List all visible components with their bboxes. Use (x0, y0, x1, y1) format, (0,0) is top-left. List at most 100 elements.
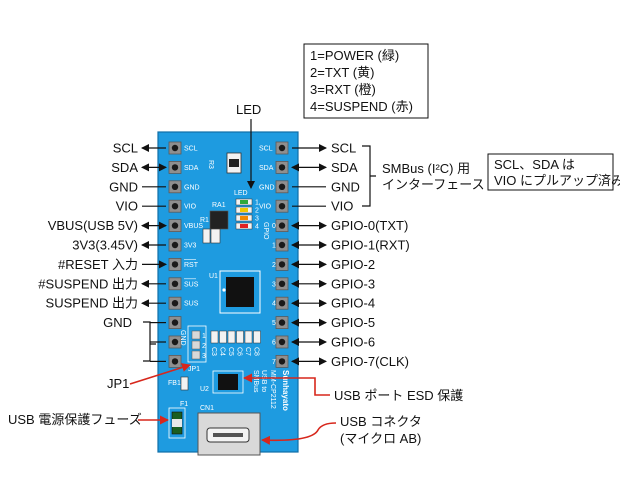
jp1-pin-num-3: 3 (202, 353, 206, 360)
left-label-10: GND (103, 315, 132, 330)
right-label-6: GPIO-1(RXT) (331, 238, 410, 253)
silk-desc-1: USB to (260, 370, 267, 392)
silk-right-3: GND (259, 184, 275, 191)
right-label-11: GPIO-6 (331, 335, 375, 350)
led-3-lens (240, 216, 248, 220)
left-label-8: #SUSPEND 出力 (38, 276, 138, 291)
pullup-note-line-2: VIO にプルアップ済み (494, 173, 620, 188)
right-pin-pad-7-hole (278, 261, 286, 268)
fb1-ferrite (180, 376, 189, 391)
led-num-4: 4 (255, 224, 259, 231)
led-num-2: 2 (255, 208, 259, 215)
right-pin-pad-5-hole (278, 222, 286, 229)
left-pin-pad-6-hole (171, 241, 179, 249)
jp1-pad-2 (191, 340, 201, 350)
u2-ic-chip (218, 374, 238, 390)
capacitor-4 (219, 330, 227, 344)
u1-pin1-dot (222, 288, 226, 292)
silk-brand: Sunhayato (281, 370, 290, 411)
silk-led: LED (234, 190, 248, 197)
silk-cap-8: C8 (253, 347, 260, 356)
r1-resistor (202, 228, 211, 244)
silk-r3: R3 (207, 160, 214, 169)
silk-left-3: GND (184, 184, 200, 191)
left-pin-pad-2-hole (171, 164, 179, 171)
usb-callout-line (261, 422, 337, 445)
right-label-3: GND (331, 179, 360, 194)
silk-r1: R1 (200, 217, 209, 224)
silk-gpio-num-3: 3 (272, 281, 276, 288)
led-legend-box (303, 43, 429, 119)
jp1-pin-num-2: 2 (202, 343, 206, 350)
led-legend-line-3: 3=RXT (橙) (310, 82, 376, 97)
silk-gpio-num-7: 7 (272, 359, 276, 366)
left-pin-pad-5-hole (171, 222, 179, 229)
silk-desc-2: SMBus (252, 370, 259, 393)
led-legend-line-1: 1=POWER (緑) (310, 48, 399, 63)
u1-ic-chip (226, 277, 254, 307)
silk-gpio: GPIO (262, 222, 269, 240)
silk-left-1: SCL (184, 146, 198, 153)
left-pin-pad-4-hole (171, 203, 179, 210)
right-label-9: GPIO-4 (331, 296, 375, 311)
smbus-brace (362, 145, 376, 207)
silk-cap-4: C4 (219, 347, 226, 356)
left-pin-header: SCLSDAGNDVIOVBUS3V3RSTSUSSUSSCLSDAGNDVIO… (38, 141, 203, 368)
capacitor-6 (236, 330, 244, 344)
c1-capacitor (210, 228, 221, 244)
led-legend-line-4: 4=SUSPEND (赤) (310, 99, 413, 114)
silk-left-7: RST (184, 262, 199, 269)
right-label-2: SDA (331, 160, 358, 175)
r3-resistor-body (229, 159, 239, 167)
right-pin-header: SCLSDAGNDVIO01234567SCLSDAGNDVIOGPIO-0(T… (259, 141, 410, 369)
silk-cap-5: C5 (227, 347, 234, 356)
fuse-callout-label: USB 電源保護フューズ (8, 412, 142, 427)
right-pin-pad-4-hole (278, 203, 286, 210)
silk-left-9: SUS (184, 301, 199, 308)
silk-cap-3: C3 (210, 347, 217, 356)
usb-callout-label-2: (マイクロ AB) (340, 431, 421, 446)
silk-gpio-num-2: 2 (272, 262, 276, 269)
led-4-lens (240, 224, 248, 228)
silk-ra1: RA1 (212, 202, 226, 209)
silk-gpio-num-4: 4 (272, 301, 276, 308)
silk-jp-gnd: GND (179, 330, 186, 346)
led-2-lens (240, 208, 248, 212)
f1-fuse-band (172, 419, 182, 427)
silk-left-6: 3V3 (184, 243, 197, 250)
silk-u2: U2 (200, 386, 209, 393)
u1-ic-outline (219, 270, 261, 314)
silk-f1: F1 (180, 401, 188, 408)
left-label-2: SDA (111, 160, 138, 175)
jp1-callout-line (129, 363, 191, 385)
jp1-outline (187, 325, 207, 363)
led-1-lens (240, 200, 248, 204)
silk-model: MM-CP2112 (269, 370, 276, 409)
jp1-pad-3 (191, 350, 201, 360)
esd-callout-label: USB ポート ESD 保護 (334, 388, 463, 403)
left-label-9: SUSPEND 出力 (46, 296, 138, 311)
right-label-4: VIO (331, 199, 353, 214)
smbus-label-line-1: SMBus (I²C) 用 (382, 161, 470, 176)
silk-right-4: VIO (259, 204, 272, 211)
smbus-label-line-2: インターフェース (382, 177, 485, 192)
usb-callout-label-1: USB コネクタ (340, 414, 422, 429)
right-label-12: GPIO-7(CLK) (331, 354, 409, 369)
left-label-3: GND (109, 179, 138, 194)
led-callout-label: LED (236, 102, 261, 117)
silk-fb1: FB1 (168, 380, 181, 387)
capacitor-8 (253, 330, 261, 344)
cn1-usb-tongue (213, 433, 243, 437)
left-label-7: #RESET 入力 (58, 257, 138, 272)
left-pin-pad-7-hole (171, 261, 179, 268)
right-pin-pad-9-hole (278, 300, 286, 307)
silk-left-4: VIO (184, 204, 197, 211)
left-pin-pad-3-hole (171, 183, 179, 190)
ra1-resistor-array (209, 210, 229, 230)
left-pin-pad-10-hole (171, 319, 179, 326)
led-num-3: 3 (255, 216, 259, 223)
right-pin-pad-2-hole (278, 164, 286, 171)
silk-gpio-num-1: 1 (272, 243, 276, 250)
left-pin-pad-8-hole (171, 280, 179, 287)
